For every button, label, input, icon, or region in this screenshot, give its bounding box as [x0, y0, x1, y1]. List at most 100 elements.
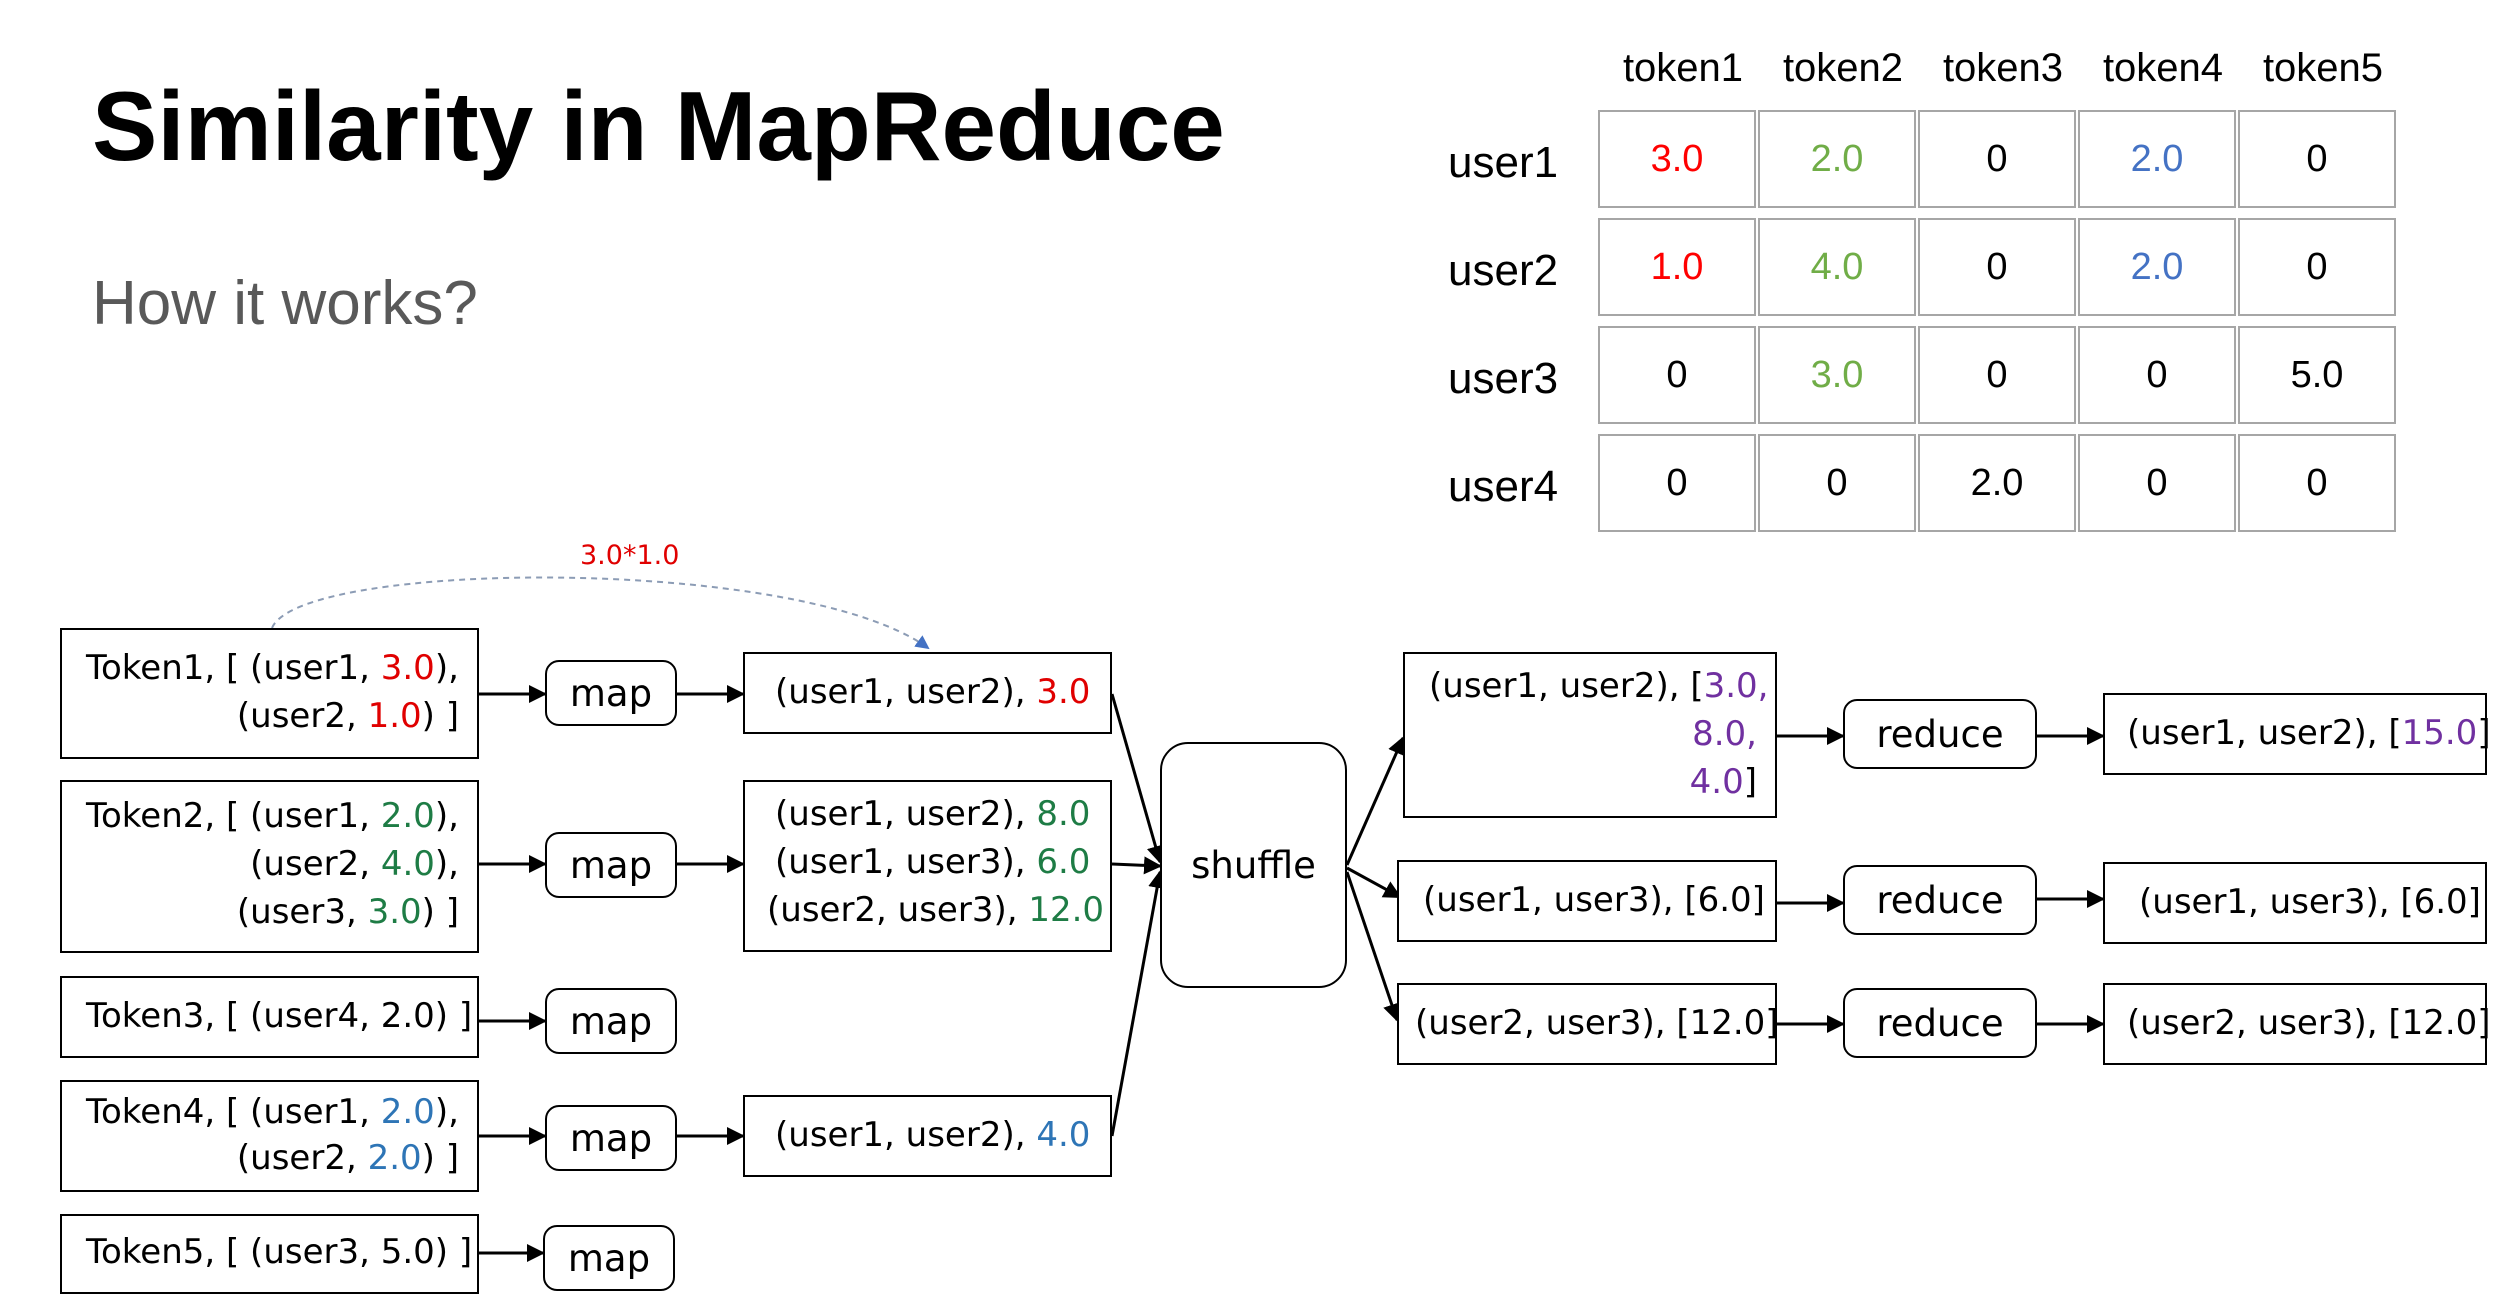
matrix-cell: 0: [2238, 434, 2396, 532]
shuffle-output-text: ]: [1743, 762, 1757, 802]
col-header-token1: token1: [1622, 46, 1744, 90]
input-value: 3.0: [367, 892, 422, 932]
input-value: 3.0: [380, 648, 435, 688]
reduce-box-2: reduce: [1843, 865, 2037, 935]
input-token4-box: Token4, [ (user1, 2.0), (user2, 2.0) ]: [60, 1080, 479, 1192]
shuffle-output-value: 4.0: [1689, 762, 1744, 802]
input-text: ) ]: [421, 696, 459, 736]
matrix-cell: 1.0: [1598, 218, 1756, 316]
matrix-cell: 5.0: [2238, 326, 2396, 424]
matrix-cell: 2.0: [1918, 434, 2076, 532]
shuffle-output-key: (user1, user2), [: [1429, 666, 1704, 706]
input-text: (user2,: [236, 696, 368, 736]
input-value: 2.0: [380, 1092, 435, 1132]
matrix-cell: 3.0: [1598, 110, 1756, 208]
reduce-output-value: 15.0: [2401, 713, 2478, 753]
matrix-cell: 0: [1918, 218, 2076, 316]
col-header-token3: token3: [1942, 46, 2064, 90]
input-text: Token1, [ (user1,: [86, 648, 381, 688]
arrow-out2-shuffle: [1111, 856, 1162, 875]
shuffle-output-3-box: (user2, user3), [12.0]: [1397, 983, 1779, 1065]
shuffle-output-text: (user2, user3), [12.0]: [1415, 1003, 1779, 1043]
reduce-box-3: reduce: [1843, 988, 2037, 1058]
matrix-cell: 2.0: [2078, 110, 2236, 208]
input-text: Token2, [ (user1,: [86, 796, 381, 836]
matrix-cell: 0: [1918, 326, 2076, 424]
matrix-cell: 4.0: [1758, 218, 1916, 316]
row-header-user4: user4: [1448, 462, 1559, 511]
input-text: ),: [434, 796, 459, 836]
matrix-cell: 0: [1918, 110, 2076, 208]
input-value: 4.0: [380, 844, 435, 884]
input-token3-box: Token3, [ (user4, 2.0) ]: [60, 976, 479, 1058]
arrow-out1-shuffle: [1110, 693, 1165, 864]
map-output-4-box: (user1, user2), 4.0: [743, 1095, 1112, 1177]
matrix-cell: 0: [2238, 218, 2396, 316]
matrix-cell: 2.0: [2078, 218, 2236, 316]
input-text: Token5, [ (user3, 5.0) ]: [86, 1232, 473, 1272]
map-output-key: (user1, user2),: [775, 794, 1037, 834]
input-text: (user2,: [250, 844, 381, 884]
map-output-1-box: (user1, user2), 3.0: [743, 652, 1112, 734]
input-text: Token4, [ (user1,: [86, 1092, 381, 1132]
shuffle-output-text: (user1, user3), [6.0]: [1423, 880, 1765, 920]
annotation-curve: [271, 576, 930, 650]
map-box-5: map: [543, 1225, 675, 1291]
multiplication-annotation: 3.0*1.0: [580, 540, 680, 571]
matrix-cell: 3.0: [1758, 326, 1916, 424]
input-text: ),: [434, 1092, 459, 1132]
input-text: ) ]: [421, 1138, 459, 1178]
input-value: 1.0: [367, 696, 422, 736]
reduce-output-text: ]: [2477, 713, 2491, 753]
input-text: Token3, [ (user4, 2.0) ]: [86, 996, 473, 1036]
shuffle-output-2-box: (user1, user3), [6.0]: [1397, 860, 1777, 942]
matrix-cell: 0: [1598, 434, 1756, 532]
map-output-key: (user1, user3),: [775, 842, 1037, 882]
arrow-shuffle-s2: [1346, 866, 1402, 899]
map-output-2-box: (user1, user2), 8.0 (user1, user3), 6.0 …: [743, 780, 1112, 952]
reduce-output-2-box: (user1, user3), [6.0]: [2103, 862, 2487, 944]
input-text: (user2,: [236, 1138, 368, 1178]
shuffle-output-1-box: (user1, user2), [3.0, 8.0, 4.0]: [1403, 652, 1777, 818]
arrow-shuffle-s3: [1345, 871, 1401, 1022]
map-output-value: 8.0: [1036, 794, 1091, 834]
reduce-output-text: (user1, user3), [6.0]: [2139, 882, 2481, 922]
input-text: ) ]: [421, 892, 459, 932]
arrow-shuffle-s1: [1345, 736, 1405, 866]
reduce-output-key: (user1, user2), [: [2127, 713, 2402, 753]
matrix-cell: 0: [1758, 434, 1916, 532]
input-token1-box: Token1, [ (user1, 3.0), (user2, 1.0) ]: [60, 628, 479, 759]
map-output-value: 12.0: [1028, 890, 1105, 930]
input-token5-box: Token5, [ (user3, 5.0) ]: [60, 1214, 479, 1294]
input-value: 2.0: [380, 796, 435, 836]
reduce-output-3-box: (user2, user3), [12.0]: [2103, 983, 2491, 1065]
reduce-box-1: reduce: [1843, 699, 2037, 769]
map-output-key: (user2, user3),: [767, 890, 1029, 930]
reduce-output-text: (user2, user3), [12.0]: [2127, 1003, 2491, 1043]
map-box-2: map: [545, 832, 677, 898]
matrix-cell: 0: [2238, 110, 2396, 208]
shuffle-box: shuffle: [1160, 742, 1347, 988]
map-box-3: map: [545, 988, 677, 1054]
row-header-user1: user1: [1448, 138, 1559, 187]
reduce-output-1-box: (user1, user2), [15.0]: [2103, 693, 2491, 775]
row-header-user3: user3: [1448, 354, 1559, 403]
map-output-key: (user1, user2),: [775, 672, 1037, 712]
map-box-1: map: [545, 660, 677, 726]
row-header-user2: user2: [1448, 246, 1559, 295]
map-output-value: 3.0: [1036, 672, 1091, 712]
arrow-out4-shuffle: [1110, 870, 1166, 1137]
page-title: Similarity in MapReduce: [92, 71, 1225, 181]
shuffle-output-value: 3.0,: [1703, 666, 1769, 706]
input-text: ),: [434, 648, 459, 688]
matrix-cell: 2.0: [1758, 110, 1916, 208]
input-value: 2.0: [367, 1138, 422, 1178]
input-text: ),: [434, 844, 459, 884]
map-box-4: map: [545, 1105, 677, 1171]
col-header-token5: token5: [2262, 46, 2384, 90]
map-output-key: (user1, user2),: [775, 1115, 1037, 1155]
col-header-token2: token2: [1782, 46, 1904, 90]
input-token2-box: Token2, [ (user1, 2.0), (user2, 4.0), (u…: [60, 780, 479, 953]
map-output-value: 6.0: [1036, 842, 1091, 882]
